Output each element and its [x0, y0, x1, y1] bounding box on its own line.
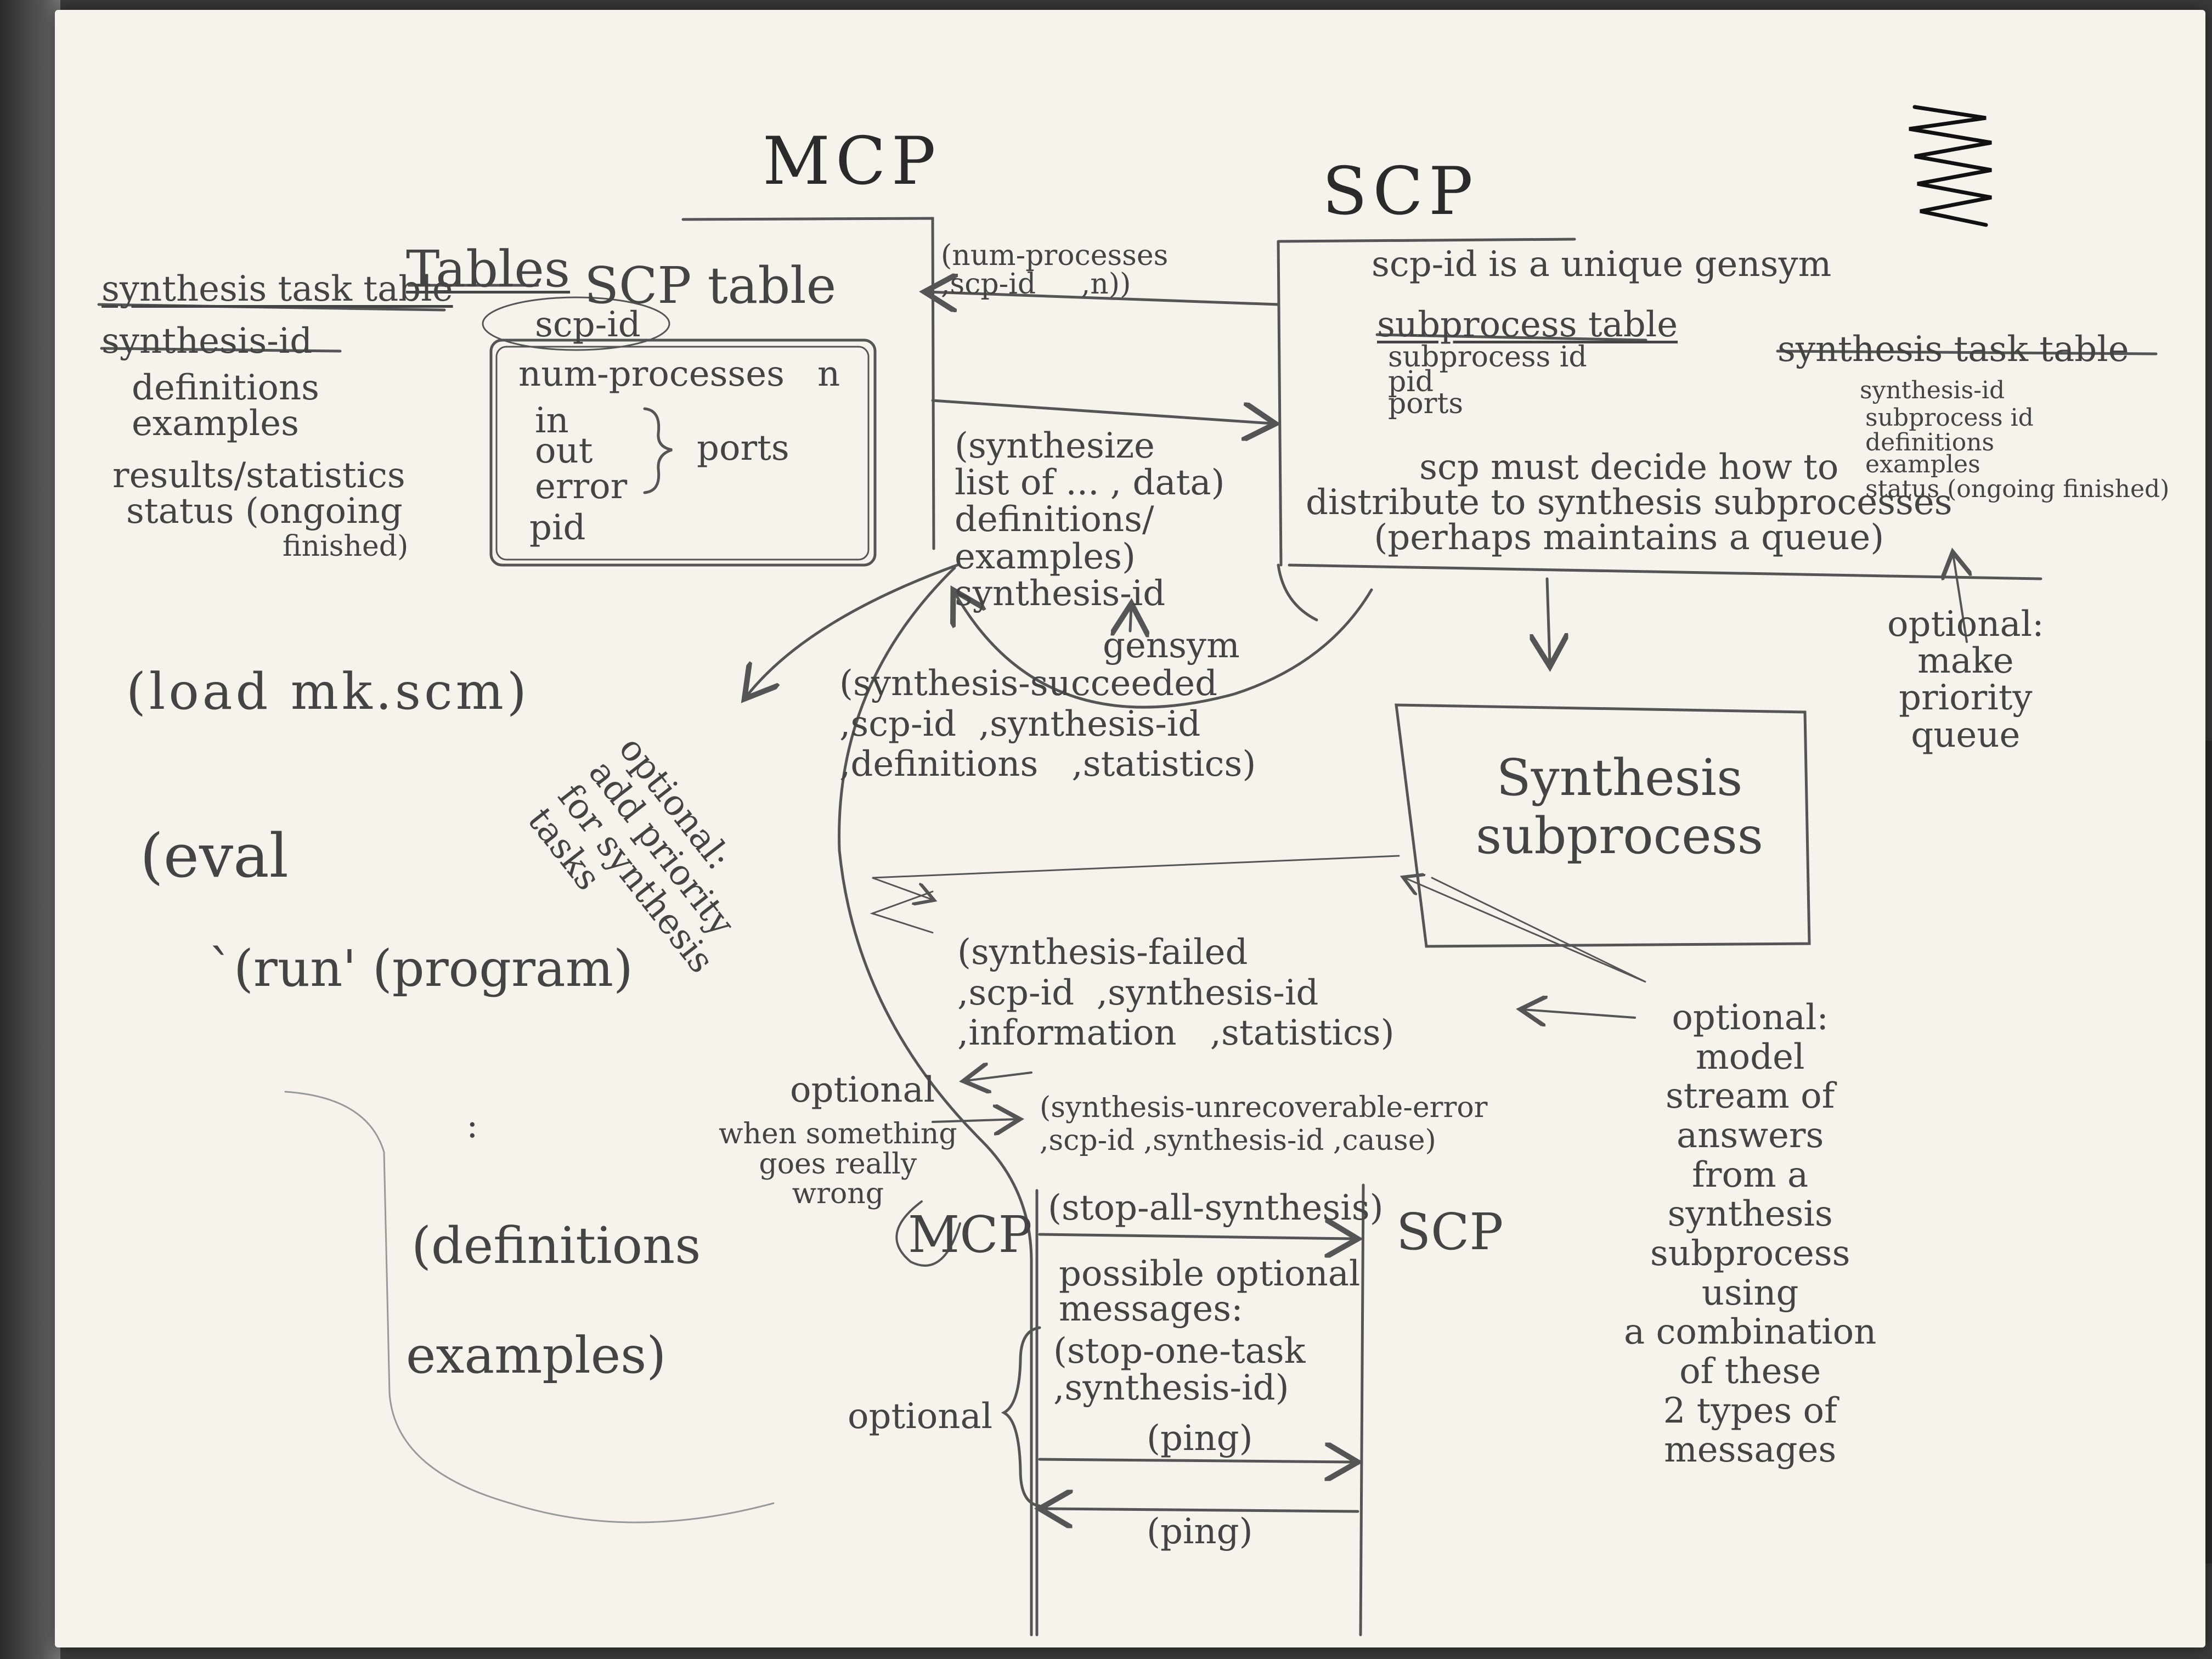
scp-synthesis-task-table-title: synthesis task table — [1778, 329, 2129, 370]
mcp-synthesis-task-table-title: synthesis task table — [101, 269, 453, 309]
gensym-curve — [955, 590, 1373, 709]
scp-table-pid: pid — [529, 507, 586, 548]
scp-header: SCP — [1322, 154, 1479, 230]
table-row: synthesis-id — [101, 321, 313, 362]
definitions-note: (definitions — [411, 1216, 701, 1275]
scp-table-num-value: n — [817, 354, 840, 394]
subprocess-table-title: subprocess table — [1377, 304, 1678, 345]
subprocess-row: ports — [1388, 387, 1464, 420]
num-processes-arrow — [927, 292, 1280, 304]
scp-synthesis-row: examples — [1865, 450, 1980, 478]
scp-synthesis-row: subprocess id — [1865, 404, 2034, 432]
load-note: (load mk.scm) — [126, 662, 530, 721]
optional-label: optional — [790, 1070, 935, 1110]
scp-table-key: scp-id — [535, 304, 641, 345]
failed-arrow — [870, 890, 934, 934]
scp-table-port-out: out — [535, 431, 593, 471]
scp-table-ports-label: ports — [697, 428, 789, 469]
subprocess-row: pid — [1388, 365, 1434, 398]
background-left-edge — [0, 0, 60, 1659]
scp-table-port-in: in — [535, 400, 569, 441]
bottom-scp-lifeline — [1359, 1183, 1365, 1637]
scp-synthesis-row: synthesis-id — [1860, 376, 2005, 404]
eval-note: (eval — [140, 821, 289, 891]
possible-messages-label: possible optional messages: — [1059, 1254, 1361, 1329]
synthesis-subprocess-label: Synthesis subprocess — [1476, 748, 1764, 865]
scp-to-subprocess-arrow — [1547, 577, 1550, 664]
ports-brace — [643, 407, 673, 494]
ping-out-message: (ping) — [1147, 1418, 1253, 1459]
gensym-label: gensym — [1103, 625, 1240, 666]
scp-synthesis-row: definitions — [1865, 428, 1995, 456]
run-note: `(run' (program) — [208, 939, 633, 998]
synthesis-succeeded-message: (synthesis-succeeded ,scp-id ,synthesis-… — [839, 663, 1256, 785]
scp-table-num-processes: num-processes — [518, 354, 785, 394]
table-row: finished) — [283, 530, 409, 563]
tables-heading: Tables — [406, 240, 571, 298]
stop-all-message: (stop-all-synthesis) — [1048, 1188, 1384, 1228]
dots-note: : — [466, 1105, 478, 1146]
scp-table-box — [489, 338, 877, 567]
wrong-note: when something goes really wrong — [719, 1118, 957, 1211]
scp-decide-note: scp must decide how to distribute to syn… — [1306, 447, 1953, 558]
scp-table-title: SCP table — [584, 256, 837, 315]
table-row: examples — [132, 403, 299, 444]
scp-table-port-error: error — [535, 466, 628, 507]
table-row: definitions — [132, 368, 319, 408]
num-processes-message: (num-processes ,scp-id ,n)) — [941, 239, 1169, 301]
scp-id-ellipse — [482, 296, 670, 351]
table-row: status (ongoing — [126, 491, 403, 532]
ping-in-arrow — [1042, 1509, 1359, 1511]
ping-in-message: (ping) — [1147, 1511, 1253, 1552]
examples-note: examples) — [406, 1326, 667, 1385]
synthesize-arrow — [931, 399, 1273, 424]
optional-brace — [1001, 1326, 1041, 1508]
central-pipe-right — [1277, 563, 1318, 622]
optional-side-label: optional — [848, 1396, 993, 1437]
ping-out-arrow — [1038, 1459, 1355, 1462]
scribble — [1909, 105, 1992, 227]
stop-one-task-message: (stop-one-task ,synthesis-id) — [1053, 1331, 1306, 1409]
mcp-header: MCP — [763, 123, 941, 200]
table-row: results/statistics — [112, 455, 405, 496]
optional-priority-queue-note: optional: make priority queue — [1887, 604, 2044, 755]
bottom-scp-label: SCP — [1396, 1203, 1504, 1261]
stream-of-answers-note: optional: model stream of answers from a… — [1624, 997, 1877, 1471]
synthesize-message: (synthesize list of ... , data) definiti… — [955, 426, 1225, 614]
mcp-lifeline — [681, 217, 935, 550]
subprocess-box — [1395, 703, 1811, 948]
scp-id-note: scp-id is a unique gensym — [1372, 244, 1832, 285]
paper-sheet — [55, 10, 2205, 1647]
bottom-mcp-label: MCP — [908, 1205, 1032, 1264]
stop-all-arrow — [1038, 1234, 1355, 1239]
central-pipe-left — [838, 566, 1033, 1637]
synthesis-unrecoverable-message: (synthesis-unrecoverable-error ,scp-id ,… — [1040, 1091, 1488, 1157]
succeeded-arrow — [872, 855, 1400, 900]
synthesis-failed-message: (synthesis-failed ,scp-id ,synthesis-id … — [957, 932, 1395, 1054]
subprocess-row: subprocess id — [1388, 341, 1587, 374]
scp-synthesis-row: status (ongoing finished) — [1865, 475, 2170, 503]
